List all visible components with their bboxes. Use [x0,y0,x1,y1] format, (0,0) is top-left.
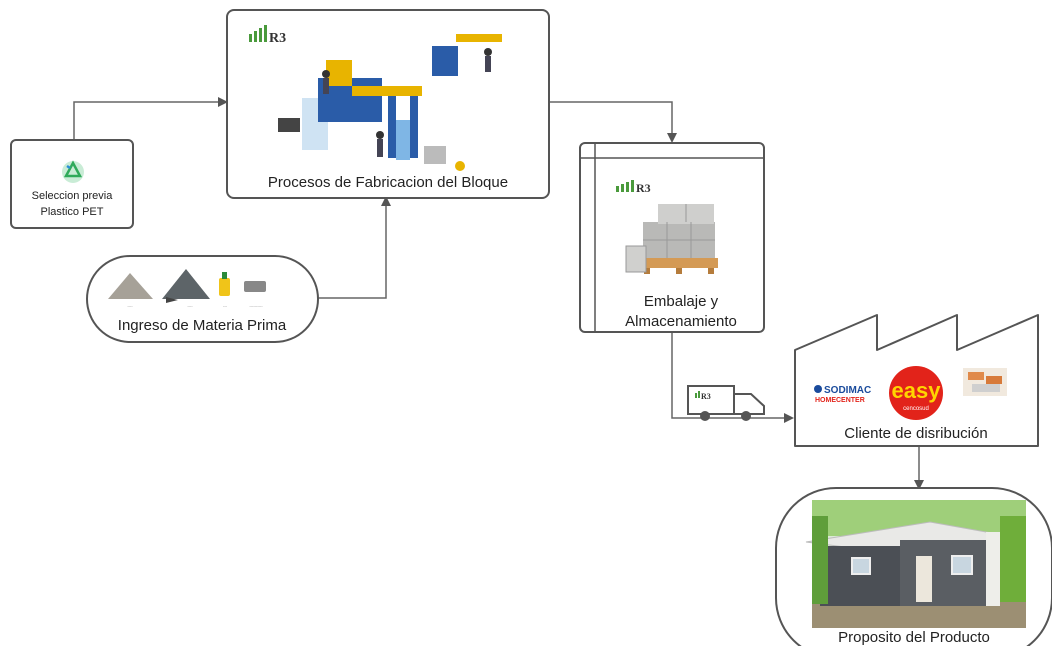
node-fabrication: R3 Procesos de Fabricacion del Bloque [226,9,550,199]
easy-logo: easy cencosud [889,366,943,420]
truck-logo-text: R3 [701,392,711,401]
logo-text: R3 [636,181,651,195]
store-products-icon [963,368,1007,396]
pet-label-line1: Seleccion previa [32,190,114,202]
block-pallet-icon [625,204,718,274]
packaging-label-line2: Almacenamiento [625,313,737,330]
svg-text:----: ---- [187,303,193,308]
easy-text: easy [892,378,942,403]
fabrication-label: Procesos de Fabricacion del Bloque [268,174,508,191]
company-logo-small: R3 [616,180,651,195]
company-logo: R3 [249,25,286,46]
material-piles-icon: ---- ---- --- ---------- [108,269,266,308]
raw-material-label: Ingreso de Materia Prima [118,317,287,334]
client-label: Cliente de disribución [844,425,987,442]
sodimac-logo: SODIMAC HOMECENTER [814,385,871,404]
arrow-pet-to-fabrication [73,97,228,140]
cencosud-text: cencosud [903,406,929,412]
connectors [73,97,924,490]
logo-text: R3 [269,31,286,46]
node-purpose: Proposito del Producto [775,487,1052,646]
arrow-raw-to-fabrication [318,196,391,299]
svg-text:----------: ---------- [249,303,263,308]
pet-label-line2: Plastico PET [41,206,104,218]
arrow-fabrication-to-packaging [550,101,677,143]
purpose-label: Proposito del Producto [838,629,990,646]
recycle-icon [62,160,84,183]
node-packaging: R3 Embalaje y Almacenamiento [579,142,765,333]
node-client: SODIMAC HOMECENTER easy cencosud Cliente… [794,314,1039,447]
node-pet-selection: Seleccion previa Plastico PET [10,139,134,229]
sodimac-text: SODIMAC [824,385,871,396]
homecenter-text: HOMECENTER [815,397,865,404]
factory-machinery-icon [278,34,502,171]
svg-text:----: ---- [127,303,133,308]
delivery-truck-icon: R3 [687,385,765,421]
house-photo-icon [805,500,1026,628]
arrow-packaging-to-client [671,332,794,423]
packaging-label-line1: Embalaje y [644,293,719,310]
node-raw-material: ---- ---- --- ---------- Ingreso de Mate… [86,255,319,343]
svg-text:---: --- [223,303,228,308]
